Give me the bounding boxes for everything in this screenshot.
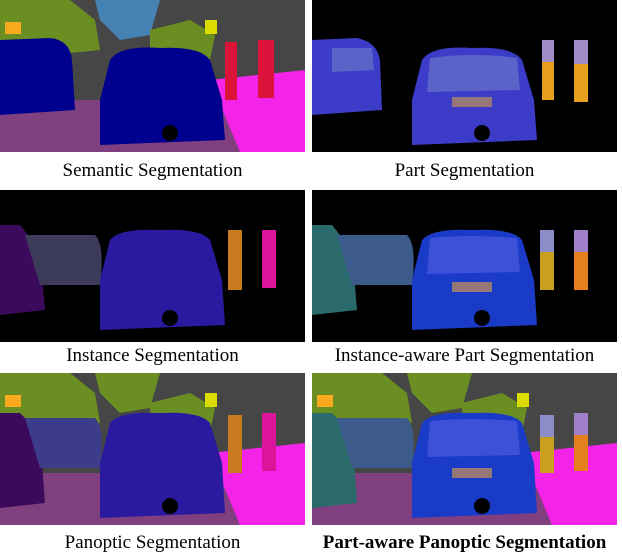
part-aware-panoptic-segmentation-caption: Part-aware Panoptic Segmentation [322, 532, 607, 553]
instance-segmentation-caption: Instance Segmentation [66, 345, 239, 366]
part-aware-panoptic-segmentation-image [312, 373, 617, 525]
semantic-segmentation-image [0, 0, 305, 152]
instance-aware-part-segmentation-caption: Instance-aware Part Segmentation [334, 345, 595, 366]
semantic-segmentation-caption: Semantic Segmentation [62, 160, 243, 181]
panoptic-segmentation-caption: Panoptic Segmentation [64, 532, 241, 553]
part-segmentation-image [312, 0, 617, 152]
part-segmentation-caption: Part Segmentation [394, 160, 535, 181]
instance-segmentation-image [0, 190, 305, 342]
panoptic-segmentation-image [0, 373, 305, 525]
instance-aware-part-segmentation-image [312, 190, 617, 342]
